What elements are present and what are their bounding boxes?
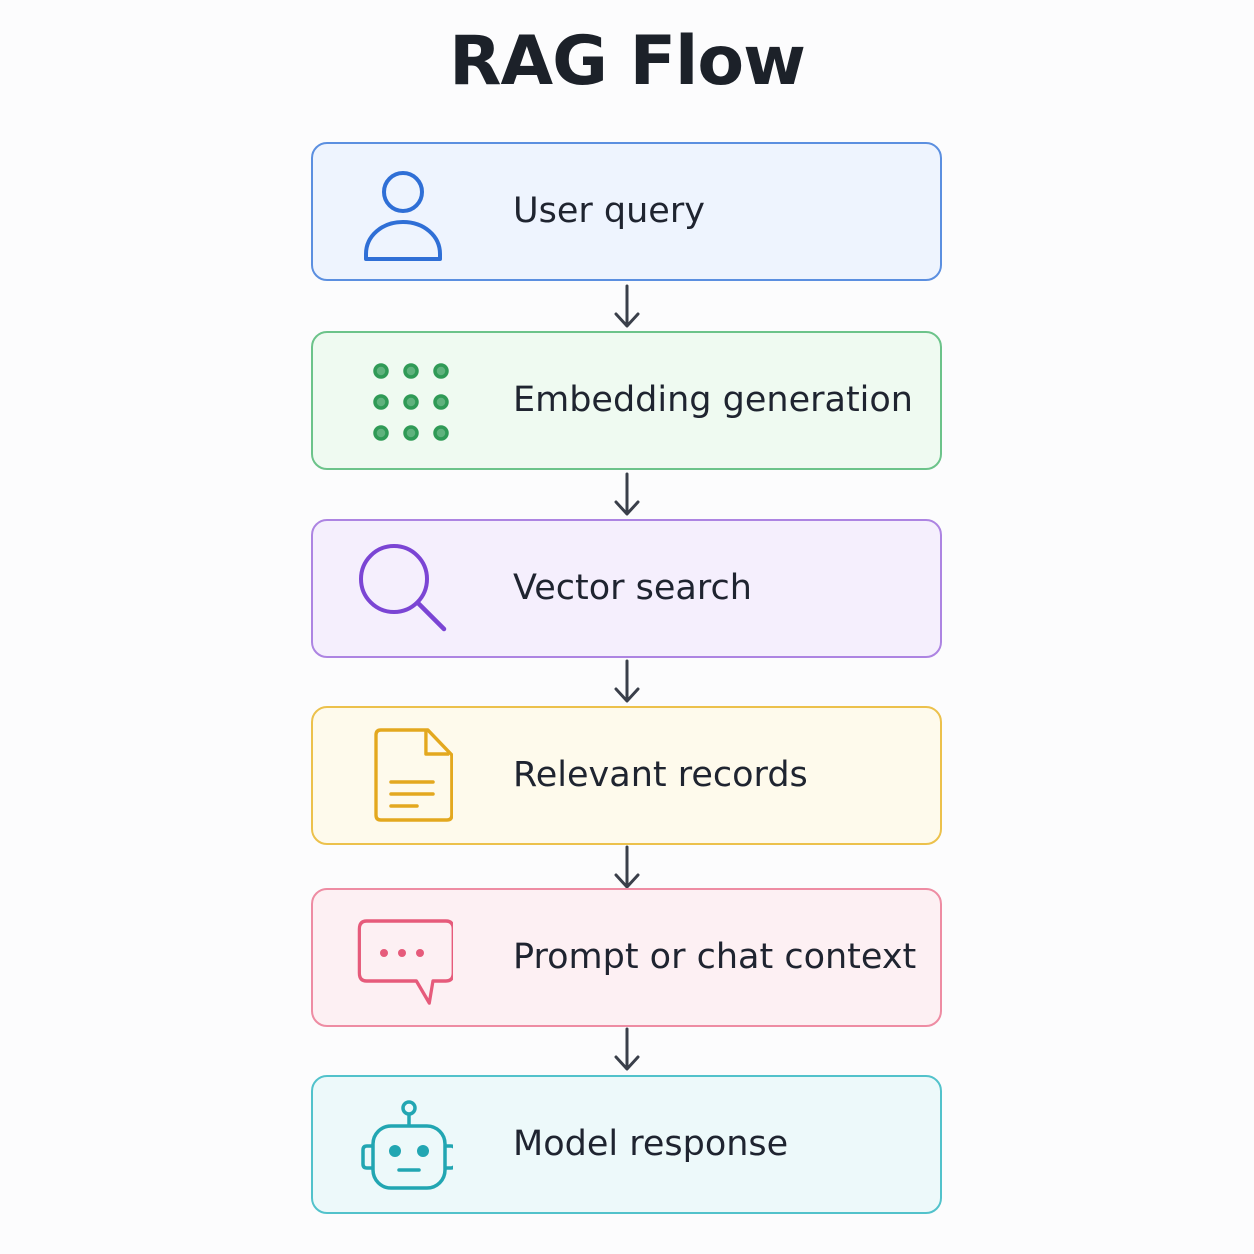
step-relevant-records: Relevant records xyxy=(311,706,942,845)
embedding-grid-icon xyxy=(353,352,453,452)
diagram-title: RAG Flow xyxy=(449,22,806,101)
step-vector-search: Vector search xyxy=(311,519,942,658)
arrow-down-icon xyxy=(611,659,643,705)
step-user-query: User query xyxy=(311,142,942,281)
step-label: Prompt or chat context xyxy=(513,937,917,977)
robot-icon xyxy=(353,1096,453,1196)
step-label: Embedding generation xyxy=(513,380,913,420)
arrow-down-icon xyxy=(611,845,643,891)
document-icon xyxy=(353,727,453,827)
arrow-down-icon xyxy=(611,472,643,518)
step-label: Vector search xyxy=(513,568,752,608)
step-label: Model response xyxy=(513,1124,789,1164)
step-model-response: Model response xyxy=(311,1075,942,1214)
arrow-down-icon xyxy=(611,1027,643,1073)
user-icon xyxy=(353,163,453,263)
step-prompt-or-chat-context: Prompt or chat context xyxy=(311,888,942,1027)
search-icon xyxy=(353,540,453,640)
step-label: Relevant records xyxy=(513,755,808,795)
step-embedding-generation: Embedding generation xyxy=(311,331,942,470)
chat-bubble-icon xyxy=(353,909,453,1009)
arrow-down-icon xyxy=(611,284,643,330)
step-label: User query xyxy=(513,191,705,231)
